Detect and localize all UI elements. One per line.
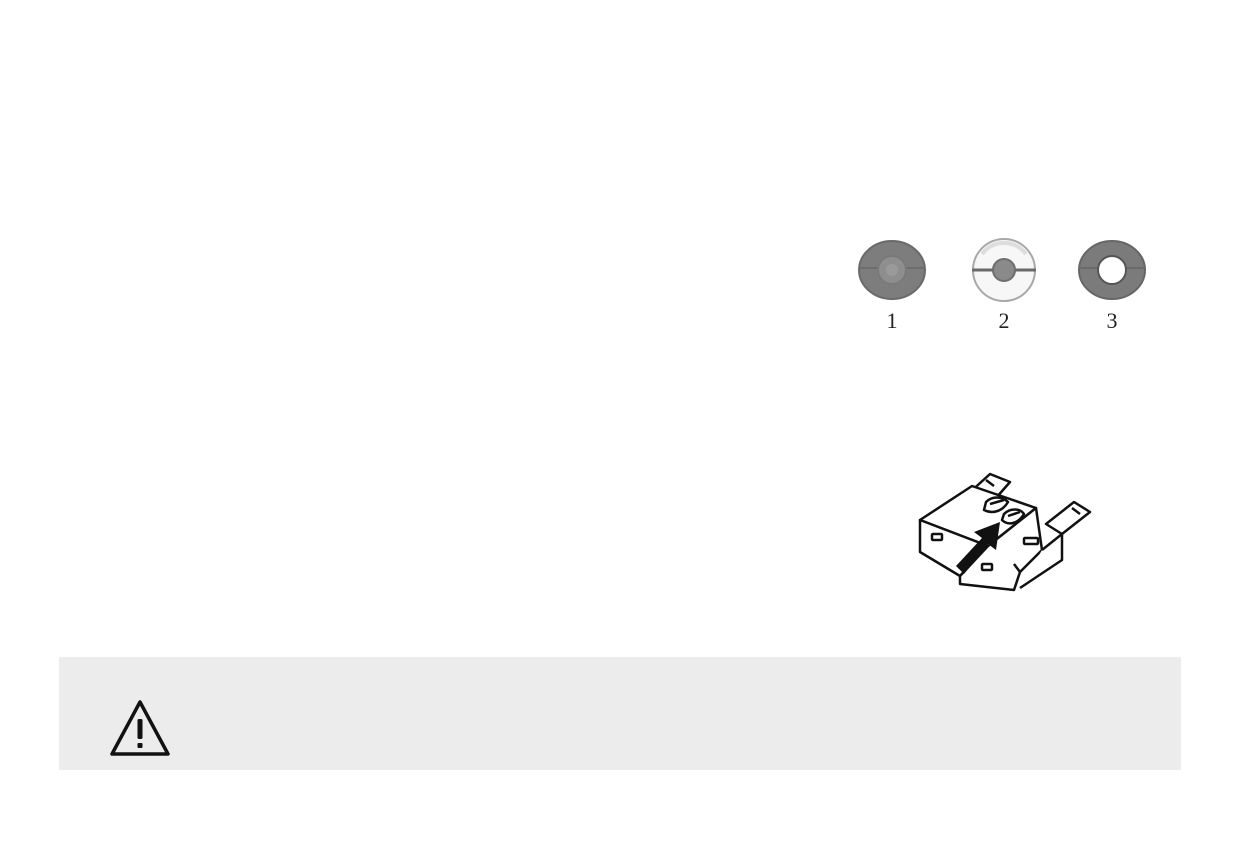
warning-triangle-icon <box>110 700 170 756</box>
battery-indicator-figure: 1 2 3 <box>846 238 1156 348</box>
indicator-white-icon <box>972 238 1036 302</box>
indicator-white: 2 <box>964 238 1044 340</box>
indicator-label: 1 <box>886 308 898 333</box>
indicator-clear: 3 <box>1072 238 1152 340</box>
indicator-dark-icon <box>857 239 927 301</box>
warning-panel <box>59 657 1181 770</box>
indicator-label: 3 <box>1106 308 1118 333</box>
indicator-clear-icon <box>1077 239 1147 301</box>
blade-fuse-icon <box>912 464 1098 596</box>
indicator-dark: 1 <box>852 238 932 340</box>
indicator-label: 2 <box>998 308 1010 333</box>
